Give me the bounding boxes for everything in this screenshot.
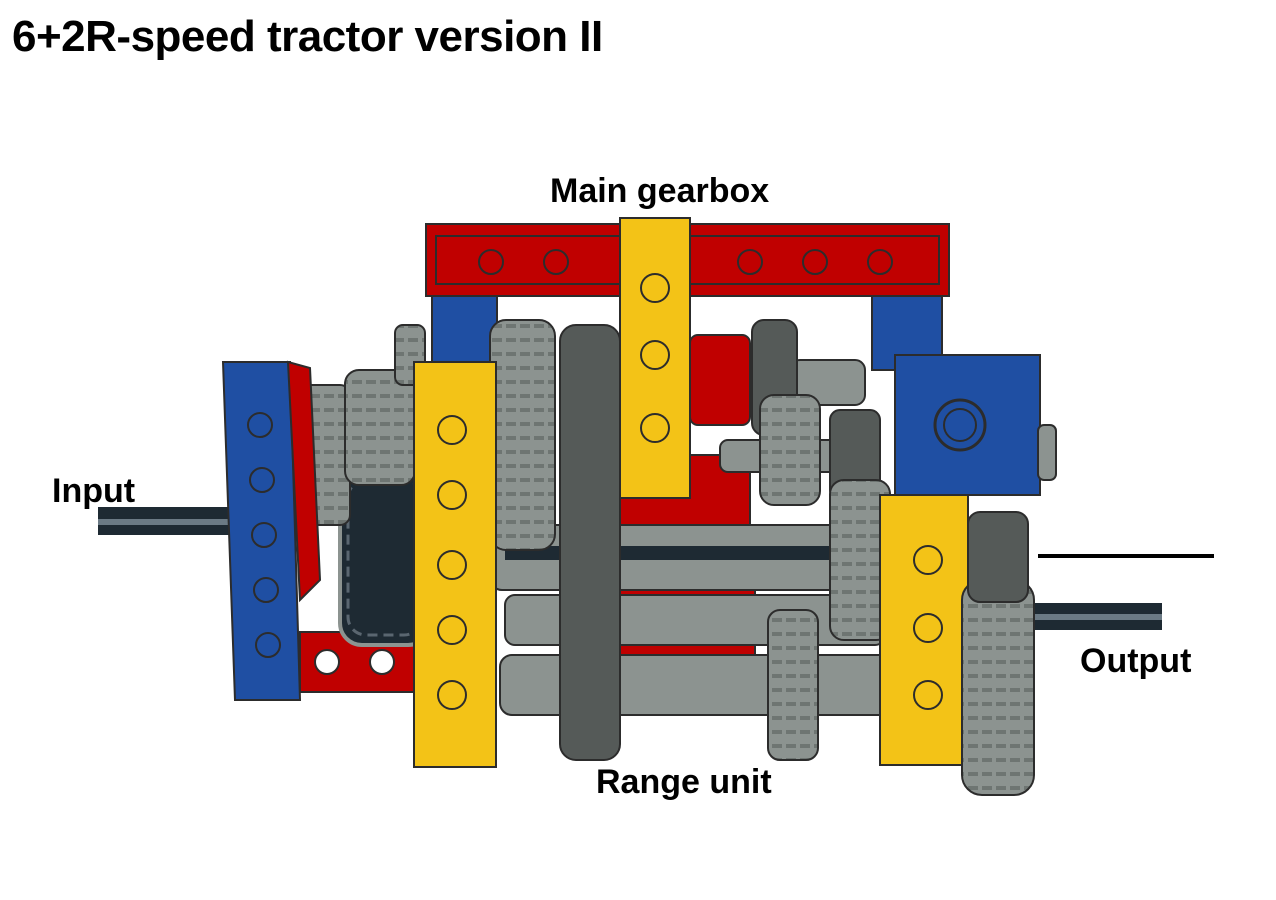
yellow-beam-right (879, 494, 969, 766)
yellow-beam-top (619, 217, 691, 499)
label-main-gearbox: Main gearbox (550, 172, 770, 210)
blue-block-right (894, 354, 1057, 496)
page-title: 6+2R-speed tractor version II (12, 12, 603, 61)
label-output: Output (1080, 642, 1192, 680)
label-range-unit: Range unit (596, 763, 772, 801)
center-grey-gears (489, 319, 891, 761)
yellow-beam-left (413, 361, 497, 768)
blue-beam-left (221, 360, 322, 701)
output-axle (1000, 603, 1162, 630)
blue-beam-back-left (431, 289, 498, 371)
input-axle (98, 507, 248, 535)
label-input: Input (52, 472, 136, 510)
output-gear (961, 511, 1035, 796)
